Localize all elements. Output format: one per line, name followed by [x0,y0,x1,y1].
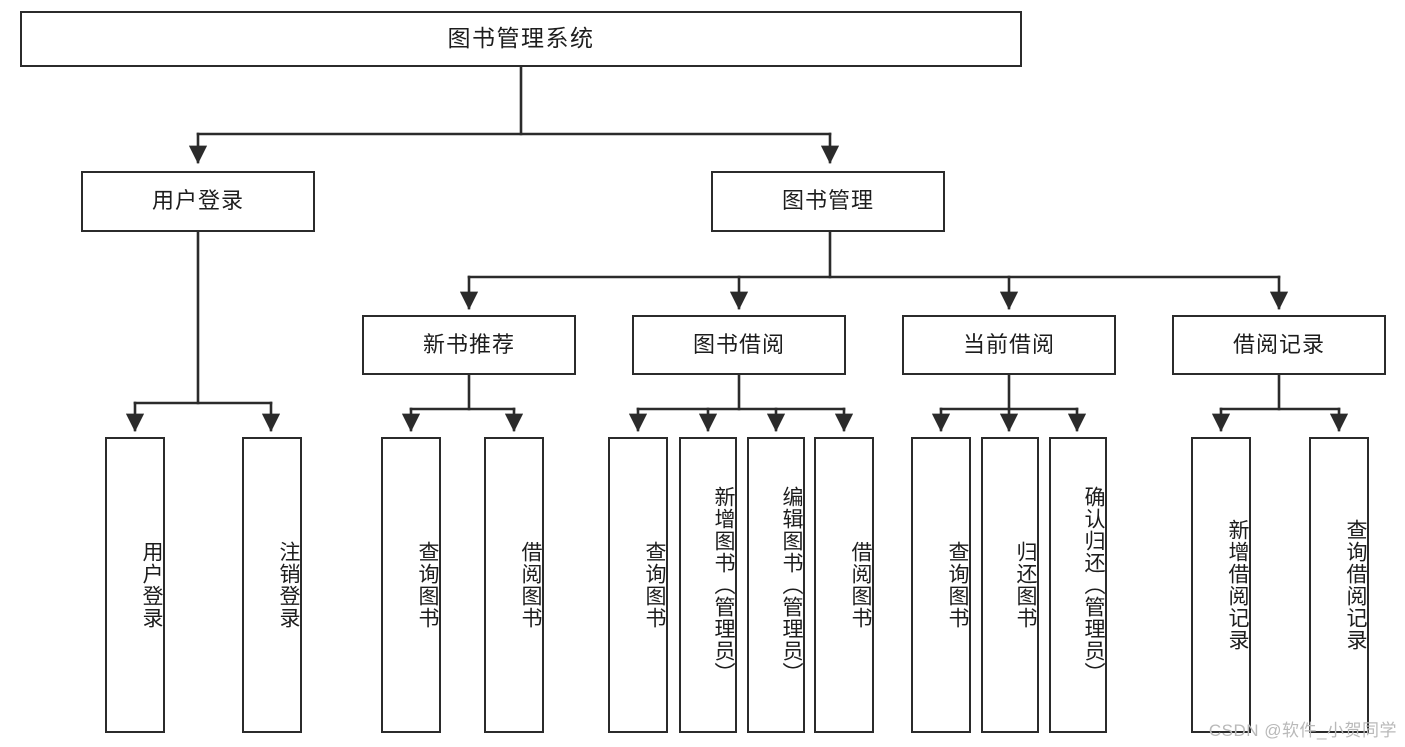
node-leaf-user-login-label: 用户登录 [140,541,163,629]
node-root-label: 图书管理系统 [447,25,595,52]
node-leaf-borrow-book-1[interactable]: 借阅图书 [484,437,544,733]
node-leaf-query-book-1-label: 查询图书 [416,541,439,629]
node-leaf-add-book[interactable]: 新增图书（管理员） [679,437,737,733]
node-borrow-record[interactable]: 借阅记录 [1172,315,1386,375]
node-leaf-add-record[interactable]: 新增借阅记录 [1191,437,1251,733]
node-user-login[interactable]: 用户登录 [81,171,315,232]
node-current-borrow-label: 当前借阅 [962,331,1055,357]
node-leaf-query-record[interactable]: 查询借阅记录 [1309,437,1369,733]
node-leaf-query-book-1[interactable]: 查询图书 [381,437,441,733]
node-leaf-return-book[interactable]: 归还图书 [981,437,1039,733]
node-leaf-logout-login-label: 注销登录 [277,541,300,629]
node-leaf-borrow-book-2[interactable]: 借阅图书 [814,437,874,733]
csdn-watermark: CSDN @软件_小贺同学 [1208,721,1397,740]
node-user-login-label: 用户登录 [151,188,244,214]
node-root[interactable]: 图书管理系统 [20,11,1022,67]
node-leaf-add-book-label: 新增图书（管理员） [712,486,735,684]
node-leaf-query-book-2-label: 查询图书 [643,541,666,629]
node-book-borrow[interactable]: 图书借阅 [632,315,846,375]
node-leaf-borrow-book-1-label: 借阅图书 [519,541,542,629]
node-leaf-query-book-2[interactable]: 查询图书 [608,437,668,733]
node-leaf-user-login[interactable]: 用户登录 [105,437,165,733]
node-borrow-record-label: 借阅记录 [1232,331,1325,357]
node-leaf-edit-book-label: 编辑图书（管理员） [780,486,803,684]
node-current-borrow[interactable]: 当前借阅 [902,315,1116,375]
node-leaf-confirm-return-label: 确认归还（管理员） [1082,486,1105,684]
node-leaf-return-book-label: 归还图书 [1014,541,1037,629]
node-new-book-rec-label: 新书推荐 [422,331,515,357]
node-leaf-edit-book[interactable]: 编辑图书（管理员） [747,437,805,733]
node-leaf-confirm-return[interactable]: 确认归还（管理员） [1049,437,1107,733]
node-book-borrow-label: 图书借阅 [692,331,785,357]
node-leaf-add-record-label: 新增借阅记录 [1226,519,1249,651]
node-leaf-query-book-3-label: 查询图书 [946,541,969,629]
node-book-manage[interactable]: 图书管理 [711,171,945,232]
node-leaf-logout-login[interactable]: 注销登录 [242,437,302,733]
node-new-book-rec[interactable]: 新书推荐 [362,315,576,375]
node-leaf-query-book-3[interactable]: 查询图书 [911,437,971,733]
node-leaf-query-record-label: 查询借阅记录 [1344,519,1367,651]
node-leaf-borrow-book-2-label: 借阅图书 [849,541,872,629]
node-book-manage-label: 图书管理 [781,188,874,214]
